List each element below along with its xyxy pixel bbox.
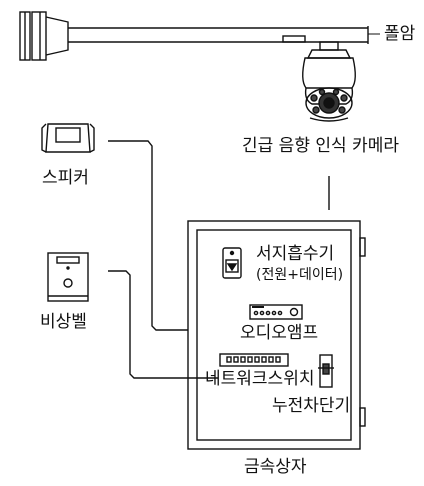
surge-protector-sub-label: (전원+데이터) (256, 267, 344, 283)
wall-bracket (19, 11, 69, 61)
metal-enclosure (187, 220, 366, 450)
audio-amp-device (249, 304, 303, 320)
surge-protector-device (222, 247, 242, 279)
network-switch-label: 네트워크스위치 (205, 369, 315, 389)
pole-arm (68, 26, 380, 44)
speaker-label: 스피커 (42, 168, 89, 188)
speaker-wire (108, 140, 188, 331)
bell-wire (108, 270, 218, 379)
emergency-bell-label: 비상벨 (40, 312, 87, 332)
enclosure-label: 금속상자 (244, 457, 307, 477)
network-switch-device (219, 353, 289, 367)
pole-label: 폴암 (384, 24, 416, 44)
emergency-bell-device (47, 252, 89, 302)
speaker-device (41, 123, 95, 153)
breaker-label: 누전차단기 (272, 396, 351, 416)
ptz-camera (302, 41, 356, 122)
audio-amp-label: 오디오앰프 (240, 323, 319, 343)
camera-label: 긴급 음향 인식 카메라 (242, 136, 399, 156)
surge-protector-label: 서지흡수기 (256, 244, 335, 264)
breaker-device (318, 354, 334, 388)
